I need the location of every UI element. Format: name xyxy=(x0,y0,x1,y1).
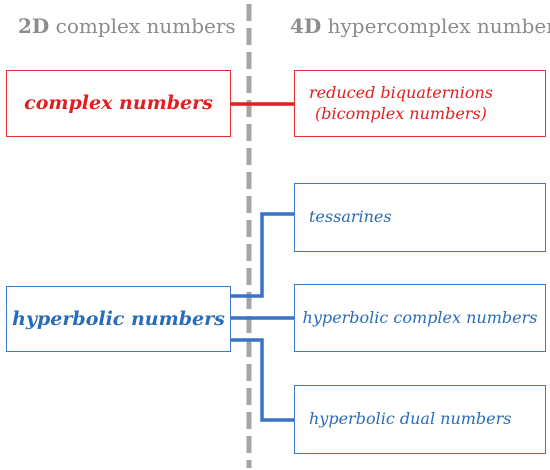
box-complex-numbers-label: complex numbers xyxy=(24,92,213,115)
box-complex-numbers: complex numbers xyxy=(6,70,231,137)
box-hyperbolic-numbers: hyperbolic numbers xyxy=(6,286,231,352)
connector-hyperbolic-to-tessarines xyxy=(231,212,294,298)
box-hyperbolic-numbers-label: hyperbolic numbers xyxy=(12,307,225,330)
box-reduced-biquaternions-line1: reduced biquaternions xyxy=(309,82,493,102)
header-2d: 2D complex numbers xyxy=(18,14,236,38)
header-2d-rest: complex numbers xyxy=(55,14,236,38)
connector-hyperbolic-to-hyperbolic-dual xyxy=(231,338,294,422)
header-4d: 4D hypercomplex numbers xyxy=(290,14,550,38)
box-tessarines: tessarines xyxy=(294,183,546,252)
box-hyperbolic-dual-numbers: hyperbolic dual numbers xyxy=(294,385,546,454)
header-4d-rest: hypercomplex numbers xyxy=(327,14,550,38)
box-hyperbolic-complex-numbers-label: hyperbolic complex numbers xyxy=(302,307,538,327)
header-4d-bold: 4D xyxy=(290,14,322,38)
box-reduced-biquaternions-label: reduced biquaternions (bicomplex numbers… xyxy=(309,83,493,125)
box-hyperbolic-dual-numbers-label: hyperbolic dual numbers xyxy=(309,409,512,429)
box-hyperbolic-complex-numbers: hyperbolic complex numbers xyxy=(294,284,546,352)
box-reduced-biquaternions: reduced biquaternions (bicomplex numbers… xyxy=(294,70,546,137)
box-tessarines-label: tessarines xyxy=(309,207,392,227)
header-2d-bold: 2D xyxy=(18,14,50,38)
box-reduced-biquaternions-line2: (bicomplex numbers) xyxy=(315,103,487,123)
